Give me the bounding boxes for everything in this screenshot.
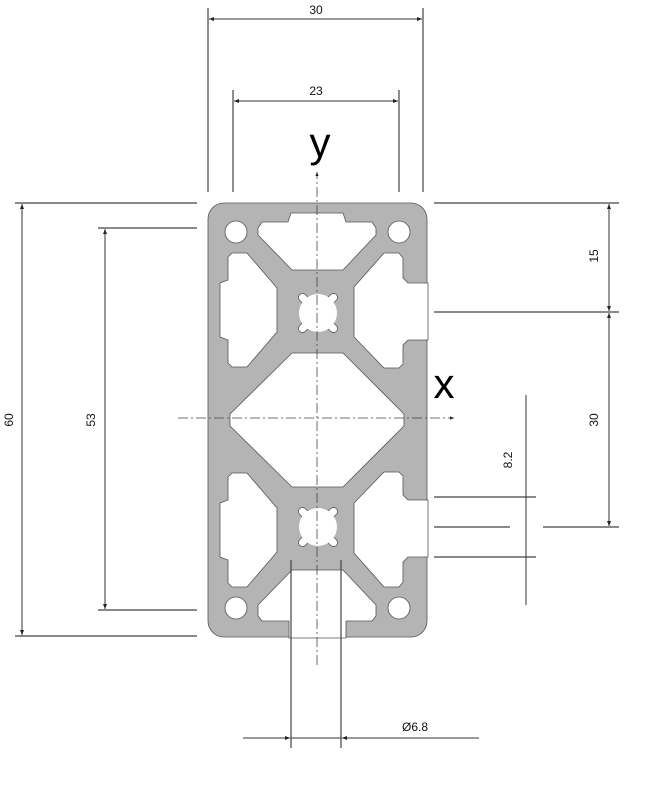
right-slot-upper — [353, 252, 429, 369]
core-bore-lower — [298, 507, 338, 547]
dimension-slot-pitch: 30 — [434, 313, 619, 528]
aluminium-profile — [207, 202, 429, 639]
dimension-slot-opening: 8.2 — [434, 395, 536, 605]
left-cavity-upper — [219, 252, 278, 368]
center-cavity — [229, 352, 405, 488]
svg-text:23: 23 — [309, 84, 323, 98]
dimension-overall-height: 60 — [2, 202, 197, 637]
core-bore-upper — [298, 293, 338, 333]
y-axis-label: y — [310, 119, 331, 166]
right-slot-lower — [353, 471, 429, 588]
left-cavity-lower — [219, 472, 278, 588]
svg-text:15: 15 — [587, 249, 601, 263]
dimension-bore-diameter: Ø6.8 — [243, 560, 479, 748]
svg-text:Ø6.8: Ø6.8 — [402, 720, 428, 734]
svg-text:53: 53 — [84, 413, 98, 427]
svg-text:30: 30 — [587, 413, 601, 427]
x-axis-label: x — [434, 360, 455, 407]
corner-hole — [387, 596, 411, 620]
svg-text:60: 60 — [2, 413, 16, 427]
corner-hole — [224, 596, 248, 620]
corner-hole — [224, 220, 248, 244]
dimension-overall-width: 30 — [207, 3, 424, 192]
svg-text:8.2: 8.2 — [501, 451, 515, 468]
dimension-inner-width: 23 — [232, 84, 400, 192]
corner-hole — [387, 220, 411, 244]
dimension-inner-height: 53 — [84, 227, 197, 611]
dimension-slot-offset: 15 — [434, 202, 619, 313]
svg-text:30: 30 — [309, 3, 323, 17]
